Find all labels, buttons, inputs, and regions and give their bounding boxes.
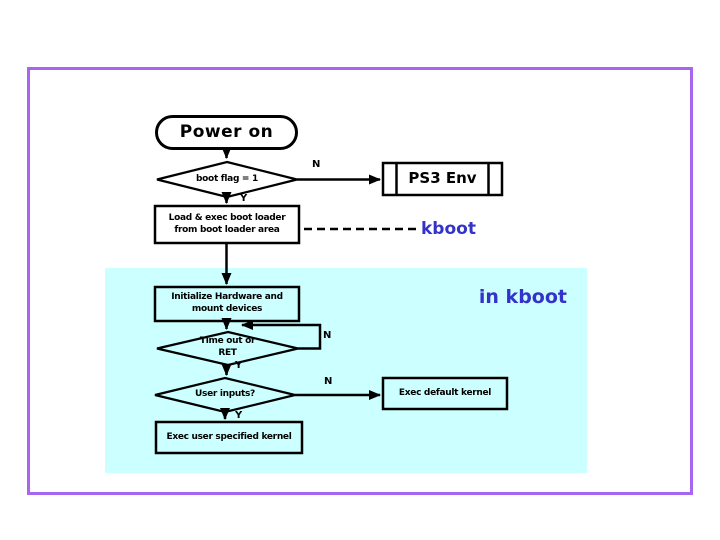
in-kboot-highlight-region — [105, 268, 587, 473]
load-boot-loader-label: Load & exec boot loader from boot loader… — [168, 212, 286, 235]
exec-default-kernel-shape — [381, 376, 509, 411]
slide-border-frame — [27, 67, 693, 495]
userinputs-yes-label: Y — [235, 410, 243, 421]
arrow-timeout-no-loopback — [241, 320, 322, 350]
ps3-env-process-shape — [381, 161, 504, 197]
userinputs-no-label: N — [324, 376, 333, 387]
in-kboot-annotation: in kboot — [478, 286, 567, 308]
timeout-no-label: N — [323, 330, 332, 341]
timeout-label: Time out or RET — [199, 335, 256, 358]
initialize-hw-label: Initialize Hardware and mount devices — [171, 292, 283, 314]
kboot-annotation: kboot — [421, 219, 476, 239]
ps3-env-label: PS3 Env — [408, 169, 477, 188]
bootflag-no-label: N — [312, 159, 321, 170]
exec-user-kernel-label: Exec user specified kernel — [166, 431, 292, 442]
user-inputs-label: User inputs? — [195, 389, 255, 400]
boot-flag-label: boot flag = 1 — [196, 173, 258, 184]
exec-default-kernel-label: Exec default kernel — [398, 387, 492, 398]
bootflag-yes-label: Y — [240, 193, 248, 204]
power-on-label: Power on — [179, 122, 274, 143]
timeout-yes-label: Y — [235, 360, 243, 371]
exec-user-kernel-shape — [154, 420, 304, 455]
